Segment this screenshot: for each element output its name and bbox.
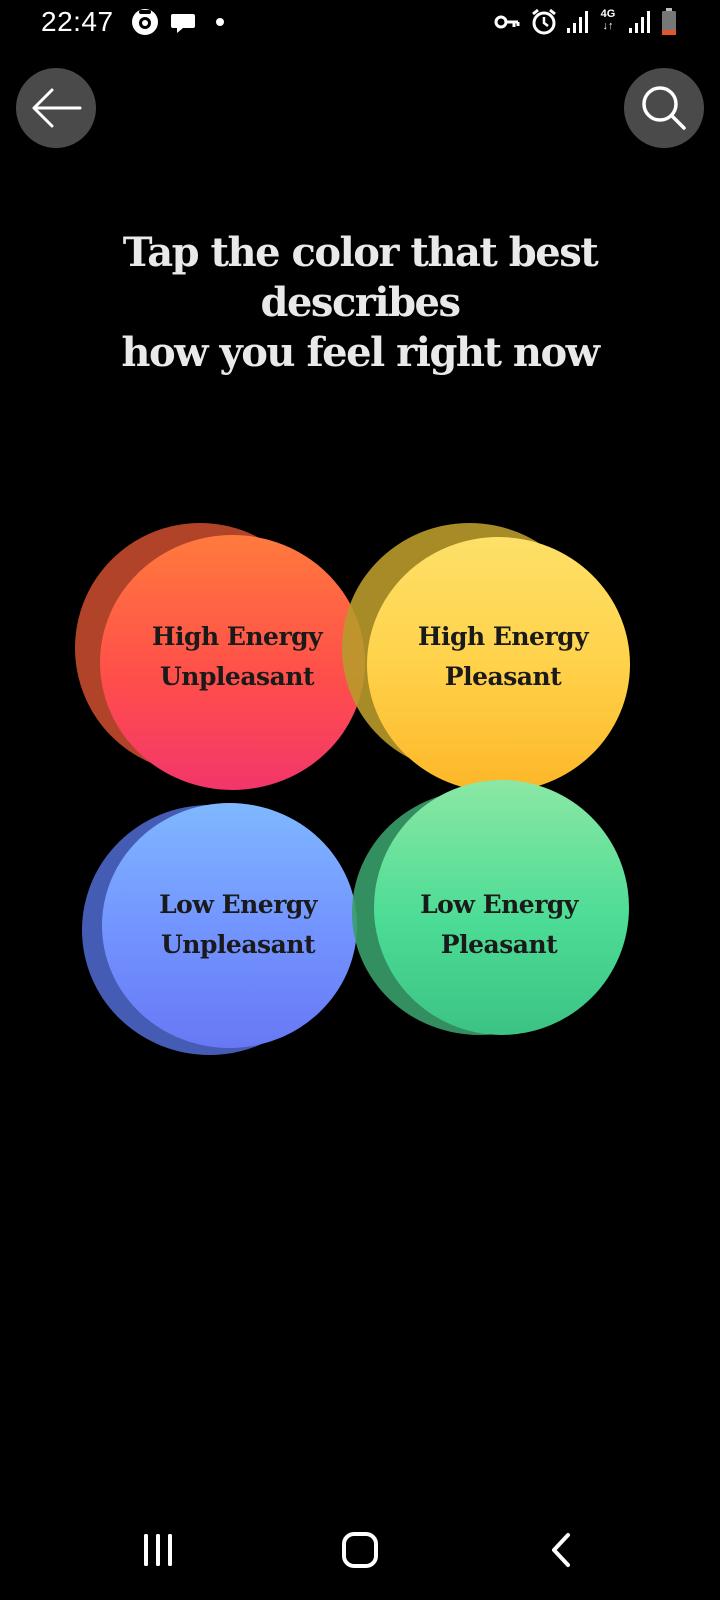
notification-dot (216, 18, 224, 26)
data-arrows: ↓↑ (602, 20, 614, 32)
mood-label-line-1: High Energy (151, 622, 323, 651)
network-type-label: 4G (600, 8, 616, 20)
home-icon (342, 1532, 378, 1568)
camera-notification-icon (132, 9, 158, 35)
mood-label-line-2: Pleasant (440, 930, 558, 959)
mood-label-line-1: Low Energy (159, 890, 317, 919)
signal-icon-2 (629, 11, 650, 33)
status-bar: 22:47 4G ↓↑ (0, 0, 720, 46)
search-button[interactable] (624, 68, 704, 148)
mood-label-line-2: Pleasant (444, 662, 562, 691)
status-time: 22:47 (41, 6, 114, 37)
4g-data-icon: 4G ↓↑ (598, 8, 618, 36)
system-nav-bar (0, 1500, 720, 1600)
recent-apps-button[interactable] (138, 1530, 178, 1570)
mood-blob (374, 780, 629, 1035)
vpn-key-icon (494, 15, 520, 29)
signal-icon (567, 11, 588, 33)
home-button[interactable] (340, 1530, 380, 1570)
mood-label: Low Energy Unpleasant (88, 885, 388, 965)
mood-label: High Energy Unpleasant (87, 617, 387, 697)
arrow-left-icon (32, 88, 82, 128)
mood-blob (367, 537, 630, 792)
mood-label: Low Energy Pleasant (349, 885, 649, 965)
battery-low-icon (662, 8, 676, 35)
mood-label-line-2: Unpleasant (159, 662, 315, 691)
mood-high-energy-pleasant[interactable]: High Energy Pleasant (342, 523, 645, 805)
mood-low-energy-pleasant[interactable]: Low Energy Pleasant (352, 780, 652, 1060)
mood-low-energy-unpleasant[interactable]: Low Energy Unpleasant (82, 803, 382, 1085)
mood-label-line-2: Unpleasant (160, 930, 316, 959)
title-line-2: how you feel right now (121, 329, 600, 376)
title-line-1: Tap the color that best describes (122, 229, 599, 326)
back-nav-button[interactable] (546, 1530, 576, 1570)
mood-high-energy-unpleasant[interactable]: High Energy Unpleasant (75, 523, 375, 805)
back-nav-icon (552, 1533, 570, 1567)
alarm-icon (532, 8, 556, 35)
chat-notification-icon (171, 14, 195, 33)
mood-label-line-1: Low Energy (420, 890, 578, 919)
mood-label-line-1: High Energy (417, 622, 589, 651)
mood-blob (102, 803, 357, 1048)
back-button[interactable] (16, 68, 96, 148)
mood-blob (100, 535, 365, 790)
mood-label: High Energy Pleasant (353, 617, 653, 697)
page-title: Tap the color that best describes how yo… (40, 228, 680, 378)
recent-apps-icon (144, 1534, 172, 1566)
search-icon (642, 86, 686, 130)
